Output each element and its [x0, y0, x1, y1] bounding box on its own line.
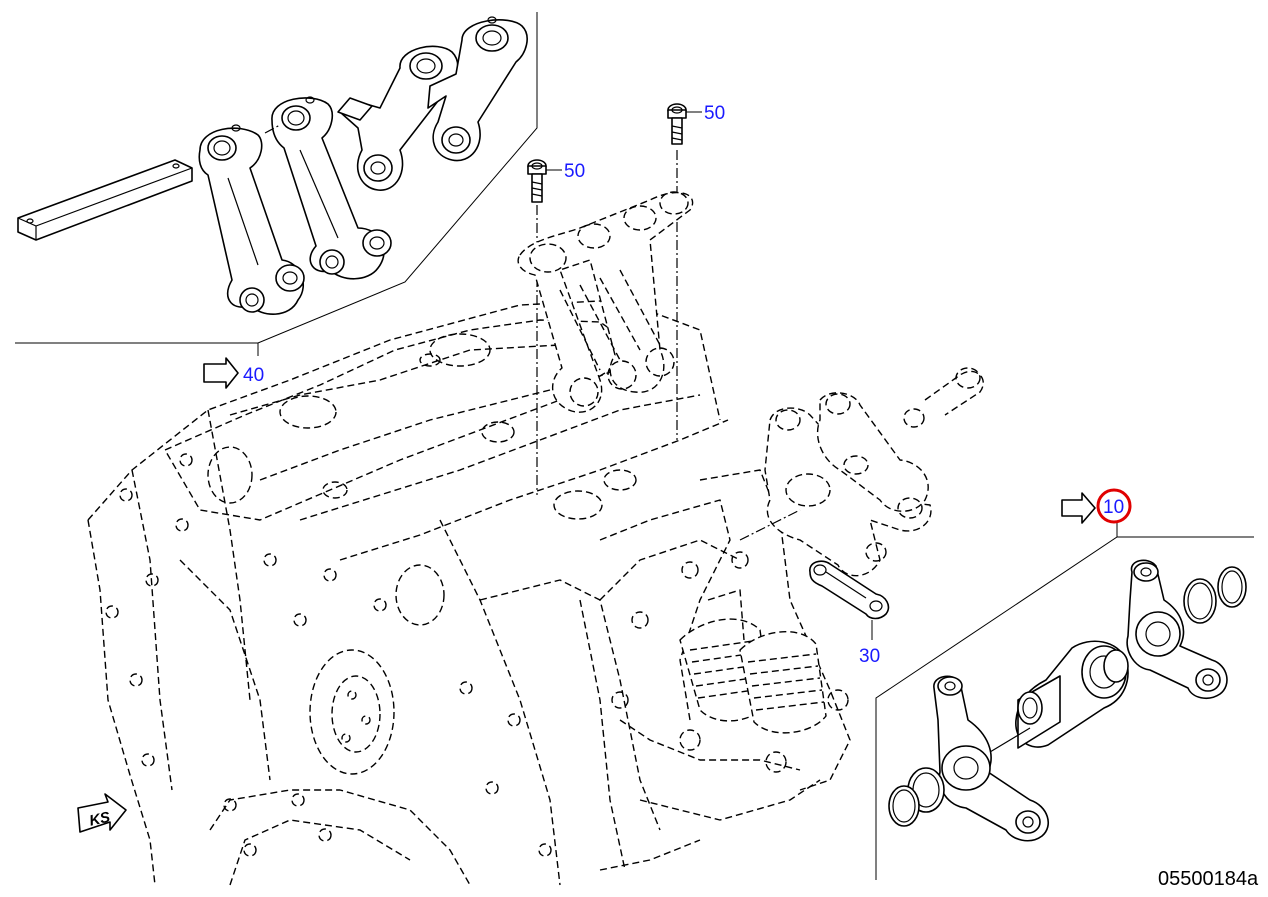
bolt-50-right-part — [667, 103, 702, 440]
callout-40[interactable]: 40 — [243, 365, 264, 386]
rocker-arm-c-part — [337, 45, 459, 191]
reference-arrow-40[interactable] — [203, 357, 239, 389]
rocker-bridge-phantom — [517, 191, 694, 413]
inset-40-group — [15, 12, 538, 356]
callout-30[interactable]: 30 — [859, 646, 880, 667]
callout-10[interactable]: 10 — [1103, 497, 1124, 518]
shaft-part — [17, 159, 193, 241]
callout-50-upper[interactable]: 50 — [704, 103, 725, 124]
bolt-50-left-part — [527, 159, 562, 495]
rocker-30-part — [809, 560, 890, 640]
rocker-arm-b-part — [271, 96, 392, 280]
ks-orientation-arrow: KS — [77, 793, 127, 833]
document-number: 05500184a — [1158, 868, 1259, 890]
inset-bushing-part — [1015, 640, 1129, 749]
rocker-arm-d-part — [427, 16, 528, 162]
rocker-arm-a-part — [198, 124, 305, 315]
ks-label: KS — [88, 809, 112, 830]
right-rocker-phantom — [739, 367, 984, 577]
inset-10-group — [875, 522, 1254, 880]
inset-rocker-arm-right-part — [1126, 559, 1228, 700]
engine-block-phantom — [87, 299, 851, 886]
inset-rocker-arm-left-part — [933, 675, 1050, 842]
callout-10-highlight-ring — [1096, 488, 1132, 524]
inset-circlips-upper-part — [1183, 566, 1247, 624]
callout-50-lower[interactable]: 50 — [564, 161, 585, 182]
reference-arrow-10[interactable] — [1061, 492, 1096, 524]
inset-circlips-lower-part — [888, 767, 945, 827]
